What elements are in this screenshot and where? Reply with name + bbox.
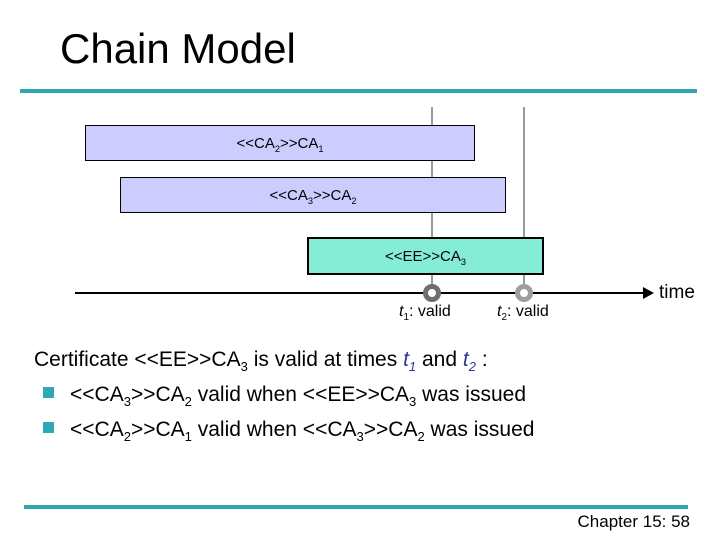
t1-tick-label: t1: valid bbox=[399, 303, 451, 324]
cert-bar-ca3-ca2: <<CA3>>CA2 bbox=[120, 177, 506, 213]
bullet-square-icon bbox=[43, 387, 54, 398]
bullet-item-2: <<CA2>>CA1 valid when <<CA3>>CA2 was iss… bbox=[43, 418, 535, 445]
cert-bar-ee-ca3-label: <<EE>>CA3 bbox=[384, 247, 467, 267]
cert-bar-ca2-ca1: <<CA2>>CA1 bbox=[85, 125, 475, 161]
cert-bar-ee-ca3: <<EE>>CA3 bbox=[307, 237, 544, 275]
time-axis-label: time bbox=[659, 282, 695, 303]
cert-bar-ca2-ca1-label: <<CA2>>CA1 bbox=[236, 134, 324, 154]
bullet-item-1: <<CA3>>CA2 valid when <<EE>>CA3 was issu… bbox=[43, 383, 527, 410]
bullet-square-icon bbox=[43, 422, 54, 433]
t2-guideline bbox=[523, 107, 525, 285]
page-title: Chain Model bbox=[60, 25, 296, 72]
cert-bar-ca3-ca2-label: <<CA3>>CA2 bbox=[269, 186, 357, 206]
time-axis-arrow-icon bbox=[643, 287, 654, 299]
page-number: Chapter 15: 58 bbox=[577, 512, 690, 531]
t1-marker-icon bbox=[423, 284, 441, 302]
body-line-1: Certificate <<EE>>CA3 is valid at times … bbox=[34, 348, 488, 375]
bullet-item-1-text: <<CA3>>CA2 valid when <<EE>>CA3 was issu… bbox=[70, 383, 527, 410]
footer-divider bbox=[24, 505, 688, 509]
t2-marker-icon bbox=[515, 284, 533, 302]
t2-tick-label: t2: valid bbox=[497, 303, 549, 324]
bullet-item-2-text: <<CA2>>CA1 valid when <<CA3>>CA2 was iss… bbox=[70, 418, 535, 445]
time-axis bbox=[75, 292, 645, 294]
title-divider bbox=[20, 89, 697, 93]
